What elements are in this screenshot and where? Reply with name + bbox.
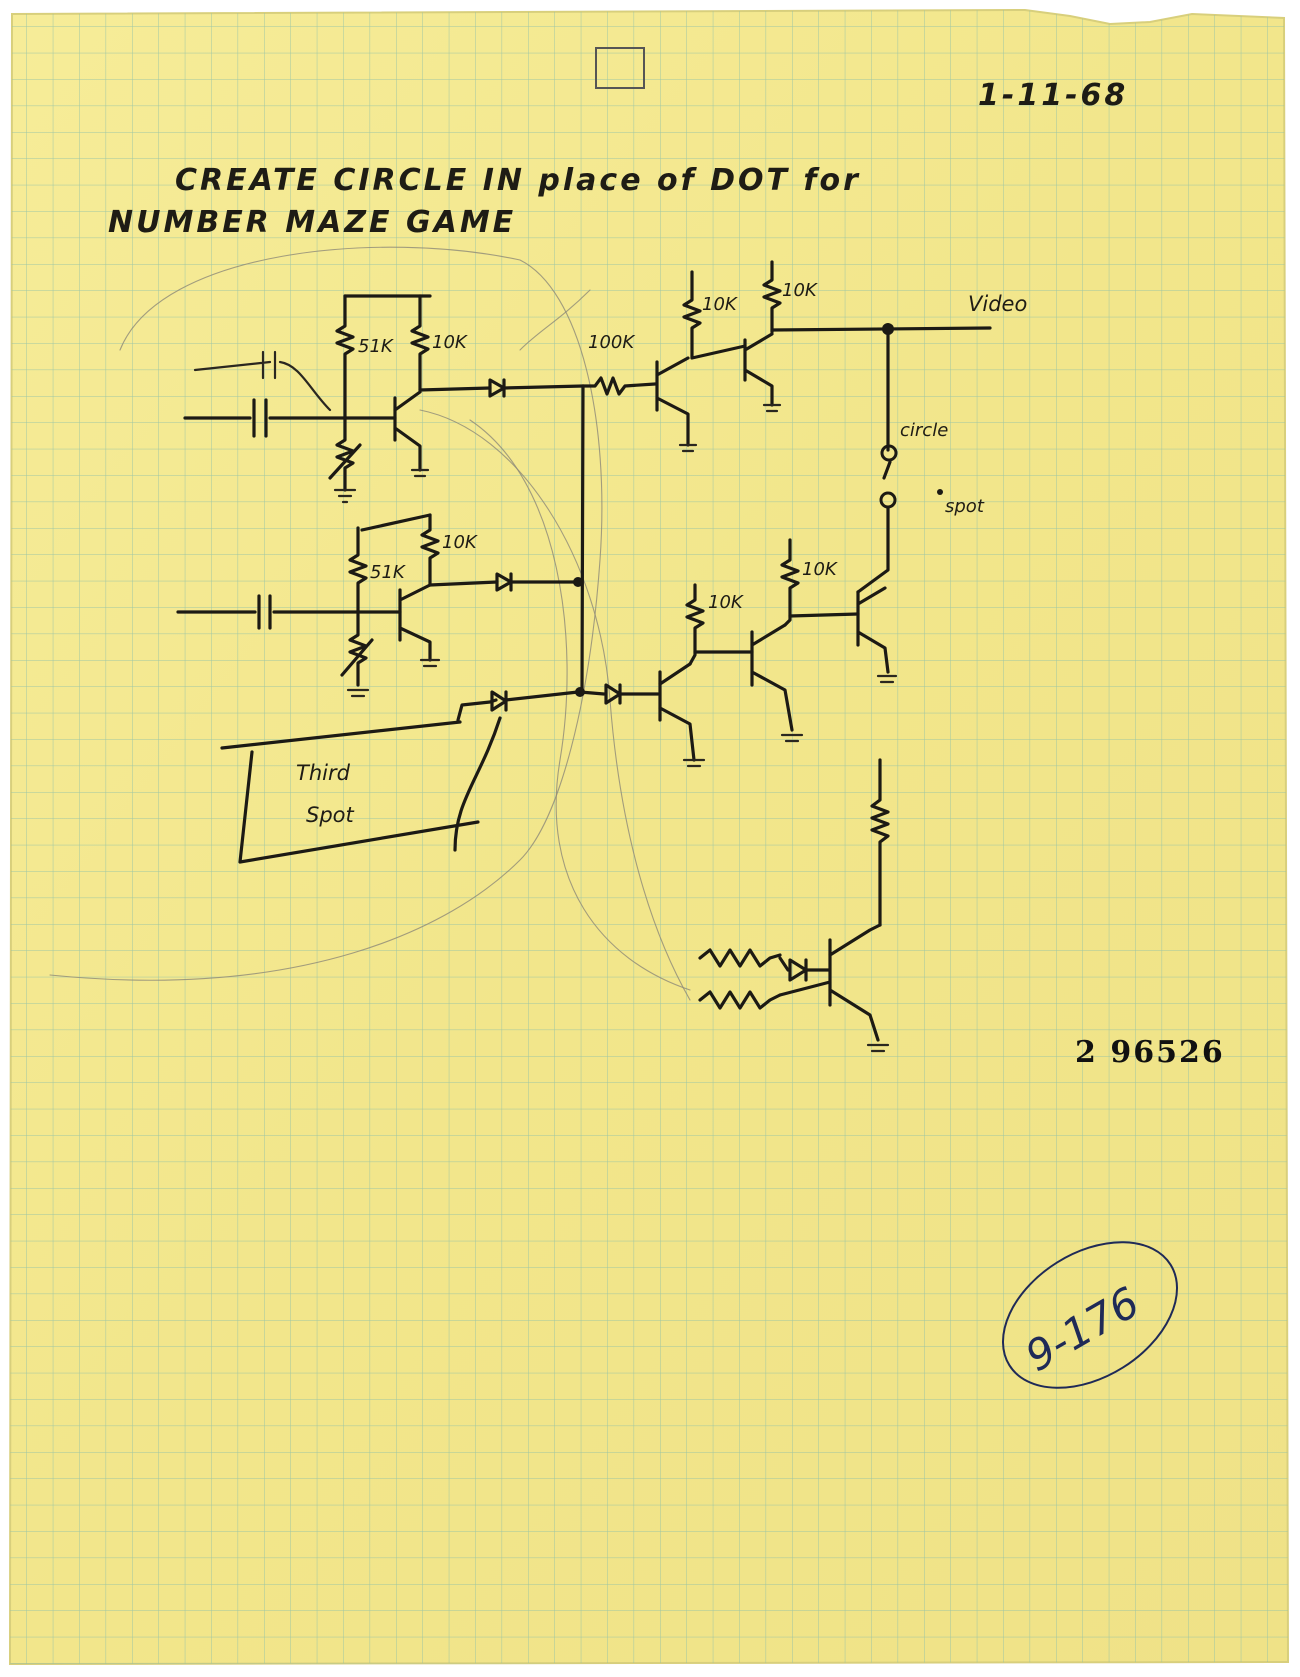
spot-dot bbox=[937, 489, 943, 495]
label-third-spot-2: Spot bbox=[306, 803, 355, 827]
resistor-10k-b bbox=[420, 513, 440, 587]
bus-node-middle bbox=[573, 577, 583, 587]
vertical-bus bbox=[580, 384, 585, 692]
ground-2 bbox=[678, 443, 698, 453]
capacitor-top bbox=[252, 398, 268, 438]
resistor-10k-c bbox=[682, 270, 747, 360]
date-text: 1-11-68 bbox=[978, 78, 1128, 113]
ground-6 bbox=[682, 758, 706, 768]
transistor-2 bbox=[655, 356, 690, 447]
label-third-spot-1: Third bbox=[296, 761, 351, 785]
label-r-10k-b: 10K bbox=[442, 532, 478, 553]
transistor-4 bbox=[398, 583, 432, 662]
rail-middle bbox=[360, 513, 432, 532]
transistor-1 bbox=[393, 390, 422, 472]
label-r-10k-a: 10K bbox=[432, 332, 468, 353]
third-spot-box bbox=[220, 716, 502, 864]
switch-contact-circle bbox=[880, 444, 898, 462]
transistor-bottom bbox=[778, 923, 882, 1042]
resistor-10k-a bbox=[410, 294, 430, 392]
wire-middle-out bbox=[428, 580, 499, 587]
pot-bottom-a bbox=[328, 416, 362, 492]
transistor-3 bbox=[743, 332, 774, 407]
catalog-stamp: 2 96526 bbox=[1075, 1035, 1225, 1070]
resistor-10k-d bbox=[762, 260, 782, 334]
resistor-10k-e bbox=[685, 583, 705, 666]
resistor-51k-a bbox=[335, 294, 355, 420]
capacitor-middle bbox=[257, 594, 272, 630]
resistor-bottom-vertical bbox=[870, 758, 890, 927]
transistor-7 bbox=[856, 586, 890, 674]
title-line-2: NUMBER MAZE GAME bbox=[108, 205, 516, 240]
faint-input-line bbox=[193, 350, 332, 412]
pot-bottom-b bbox=[340, 610, 374, 687]
label-r-10k-d: 10K bbox=[782, 280, 818, 301]
ground-7 bbox=[780, 733, 804, 743]
resistor-bottom-lower bbox=[698, 990, 782, 1010]
wire-bus-to-diode4 bbox=[578, 690, 606, 696]
switch-arm bbox=[882, 460, 892, 480]
ground-1 bbox=[333, 468, 430, 504]
resistor-bottom-upper bbox=[698, 948, 782, 968]
label-video: Video bbox=[968, 292, 1027, 316]
circuit-schematic bbox=[176, 260, 992, 1053]
label-r-10k-e: 10K bbox=[708, 592, 744, 613]
video-line bbox=[770, 326, 992, 332]
page-box-mark bbox=[595, 47, 645, 89]
label-spot: spot bbox=[945, 496, 985, 517]
wire-to-node bbox=[502, 384, 585, 390]
ground-bottom bbox=[866, 1043, 890, 1053]
label-circle: circle bbox=[900, 420, 948, 441]
title-line-1: CREATE CIRCLE IN place of DOT for bbox=[175, 163, 861, 198]
ground-8 bbox=[876, 674, 898, 684]
resistor-10k-f bbox=[780, 538, 800, 627]
wire-third-to-bus bbox=[504, 690, 580, 702]
resistor-100k bbox=[581, 376, 657, 396]
graph-grid bbox=[10, 10, 1288, 1664]
label-r-10k-c: 10K bbox=[702, 294, 738, 315]
wire-stage1-out bbox=[418, 386, 492, 392]
ground-3 bbox=[762, 403, 782, 413]
archive-mark-circle bbox=[1001, 1241, 1179, 1389]
label-r-10k-f: 10K bbox=[802, 559, 838, 580]
ground-4 bbox=[419, 658, 441, 668]
label-r-100k: 100K bbox=[588, 332, 635, 353]
transistor-6 bbox=[750, 623, 794, 732]
wire-t6-to-t7 bbox=[788, 612, 860, 618]
label-r-51k-a: 51K bbox=[358, 336, 394, 357]
wire-switch-down bbox=[856, 506, 890, 594]
label-r-51k-b: 51K bbox=[370, 562, 406, 583]
transistor-5 bbox=[658, 662, 696, 762]
resistor-51k-b bbox=[348, 526, 368, 614]
ground-5 bbox=[346, 688, 370, 698]
